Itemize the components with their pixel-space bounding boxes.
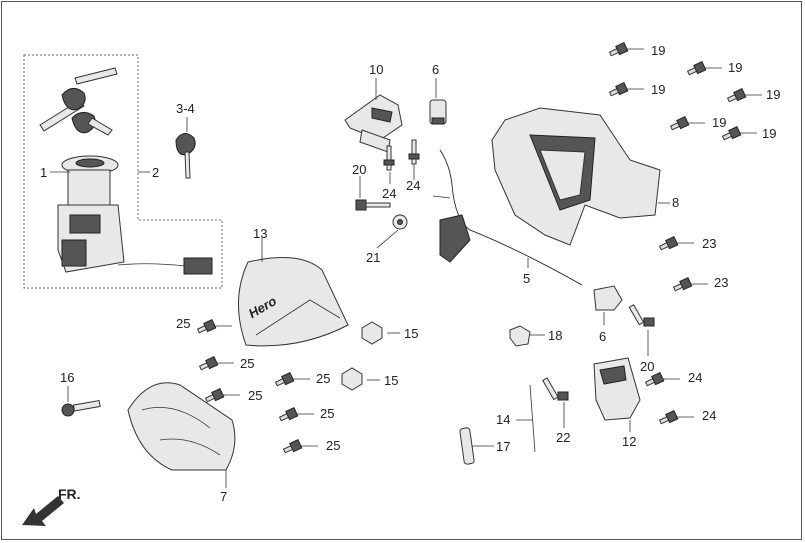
label-1: 1: [40, 165, 47, 180]
screw: [608, 42, 644, 57]
front-cover-13: Hero: [238, 257, 349, 347]
label-6-top: 6: [432, 62, 439, 77]
bolts-24-meter: [383, 139, 420, 171]
nut-18: [509, 325, 531, 347]
bolt-20-right: [628, 304, 655, 327]
rubber-6-top: [429, 99, 447, 125]
screw: [721, 126, 757, 141]
ignition-switch: [57, 155, 213, 275]
label-19-f: 19: [762, 126, 776, 141]
part-labels: 1 2 3-4 10 6 20 24 24 21 13 5 8 25 25 25…: [40, 43, 780, 504]
label-3-4: 3-4: [176, 101, 195, 116]
label-24-b: 24: [406, 178, 420, 193]
cover-12: [593, 357, 641, 421]
label-10: 10: [369, 62, 383, 77]
label-19-b: 19: [728, 60, 742, 75]
direction-label: FR.: [58, 486, 81, 502]
label-19-c: 19: [651, 82, 665, 97]
screw: [726, 88, 762, 103]
label-24-d: 24: [702, 408, 716, 423]
label-24-a: 24: [382, 186, 396, 201]
screw: [669, 116, 705, 131]
label-19-d: 19: [766, 87, 780, 102]
label-13: 13: [253, 226, 267, 241]
screw: [198, 356, 234, 371]
key-3-4: [175, 133, 196, 179]
handle-bar-5: [432, 149, 583, 286]
screw-set: [196, 42, 762, 454]
screw: [282, 439, 318, 454]
label-12: 12: [622, 434, 636, 449]
label-25-f: 25: [326, 438, 340, 453]
label-16: 16: [60, 370, 74, 385]
bolt-22: [542, 377, 569, 401]
screw: [196, 319, 232, 334]
label-15-a: 15: [404, 326, 418, 341]
label-23-b: 23: [714, 275, 728, 290]
label-25-c: 25: [248, 388, 262, 403]
ignition-group: [23, 54, 223, 289]
label-2: 2: [152, 165, 159, 180]
screw: [608, 82, 644, 97]
rear-cover-8: [491, 107, 661, 246]
bolt-16: [61, 399, 101, 417]
screw: [658, 410, 694, 425]
label-19-a: 19: [651, 43, 665, 58]
label-5: 5: [523, 271, 530, 286]
nut-15-a: [361, 321, 383, 345]
screw: [278, 407, 314, 422]
label-22: 22: [556, 430, 570, 445]
rod-14: [529, 384, 536, 453]
label-24-c: 24: [688, 370, 702, 385]
label-18: 18: [548, 328, 562, 343]
screw: [672, 277, 708, 292]
label-25-a: 25: [176, 316, 190, 331]
nut-15-b: [341, 367, 363, 391]
front-direction-arrow: FR.: [22, 486, 81, 526]
pin-17: [459, 427, 475, 465]
rubber-6-lower: [593, 285, 623, 311]
bolt-20-left: [355, 199, 391, 211]
screw: [644, 372, 680, 387]
label-25-e: 25: [320, 406, 334, 421]
screw: [686, 61, 722, 76]
lower-cover-7: [127, 382, 236, 471]
leader-lines: [50, 78, 670, 488]
label-7: 7: [220, 489, 227, 504]
label-20-right: 20: [640, 359, 654, 374]
key-set: [39, 67, 118, 136]
label-14: 14: [496, 412, 510, 427]
label-19-e: 19: [712, 115, 726, 130]
label-15-b: 15: [384, 373, 398, 388]
label-21: 21: [366, 250, 380, 265]
screw: [658, 236, 694, 251]
meter-bracket-10: [344, 94, 403, 153]
screw: [204, 388, 240, 403]
label-23-a: 23: [702, 236, 716, 251]
label-8: 8: [672, 195, 679, 210]
label-25-d: 25: [316, 371, 330, 386]
label-6-lower: 6: [599, 329, 606, 344]
screw: [274, 372, 310, 387]
label-17: 17: [496, 439, 510, 454]
label-20-left: 20: [352, 162, 366, 177]
label-25-b: 25: [240, 356, 254, 371]
